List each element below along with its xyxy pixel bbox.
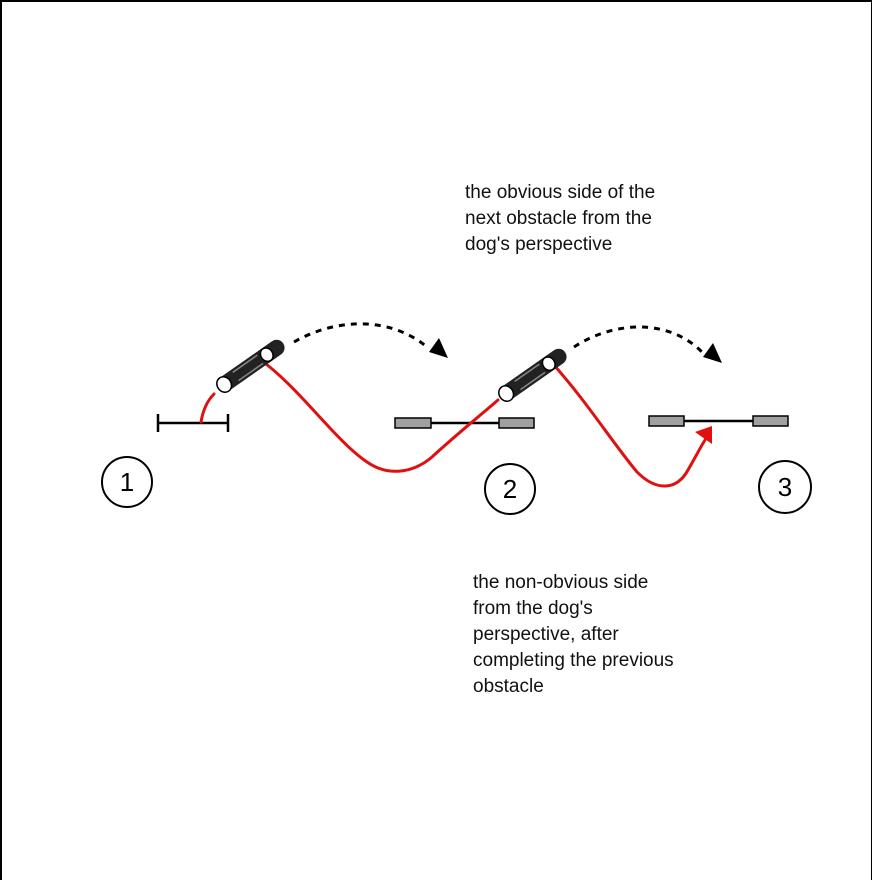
non-obvious-side-note-line-4: completing the previous xyxy=(473,650,674,671)
dog-path-arrowhead xyxy=(695,426,712,444)
handler-figure-2 xyxy=(498,348,567,402)
non-obvious-side-note-line-3: perspective, after xyxy=(473,624,619,645)
handler-arrow-1-head xyxy=(429,338,448,358)
number-circle-2: 2 xyxy=(484,463,536,515)
dog-path xyxy=(199,362,707,488)
handler-arrow-2-head xyxy=(703,343,722,363)
number-1-label: 1 xyxy=(120,467,134,497)
handler-figure-1 xyxy=(216,339,285,393)
obstacle-3-jump xyxy=(648,415,789,427)
obvious-side-note-line-2: next obstacle from the xyxy=(465,208,652,229)
obvious-side-note-line-1: the obvious side of the xyxy=(465,182,656,203)
obvious-side-note-line-3: dog's perspective xyxy=(465,234,613,255)
number-3-label: 3 xyxy=(778,472,792,502)
number-circle-3: 3 xyxy=(758,460,812,514)
handler-arrow-2 xyxy=(573,325,704,354)
number-2-label: 2 xyxy=(503,474,517,504)
non-obvious-side-note-line-2: from the dog's xyxy=(473,598,593,619)
obstacle-2-jump xyxy=(394,417,535,429)
handler-arrow-1 xyxy=(293,322,428,349)
non-obvious-side-note-line-5: obstacle xyxy=(473,676,544,697)
non-obvious-side-note: the non-obvious side from the dog's pers… xyxy=(473,570,674,700)
obvious-side-note: the obvious side of the next obstacle fr… xyxy=(465,180,655,258)
obstacle-1-jump xyxy=(156,414,230,432)
non-obvious-side-note-line-1: the non-obvious side xyxy=(473,572,649,593)
number-circle-1: 1 xyxy=(101,456,153,508)
